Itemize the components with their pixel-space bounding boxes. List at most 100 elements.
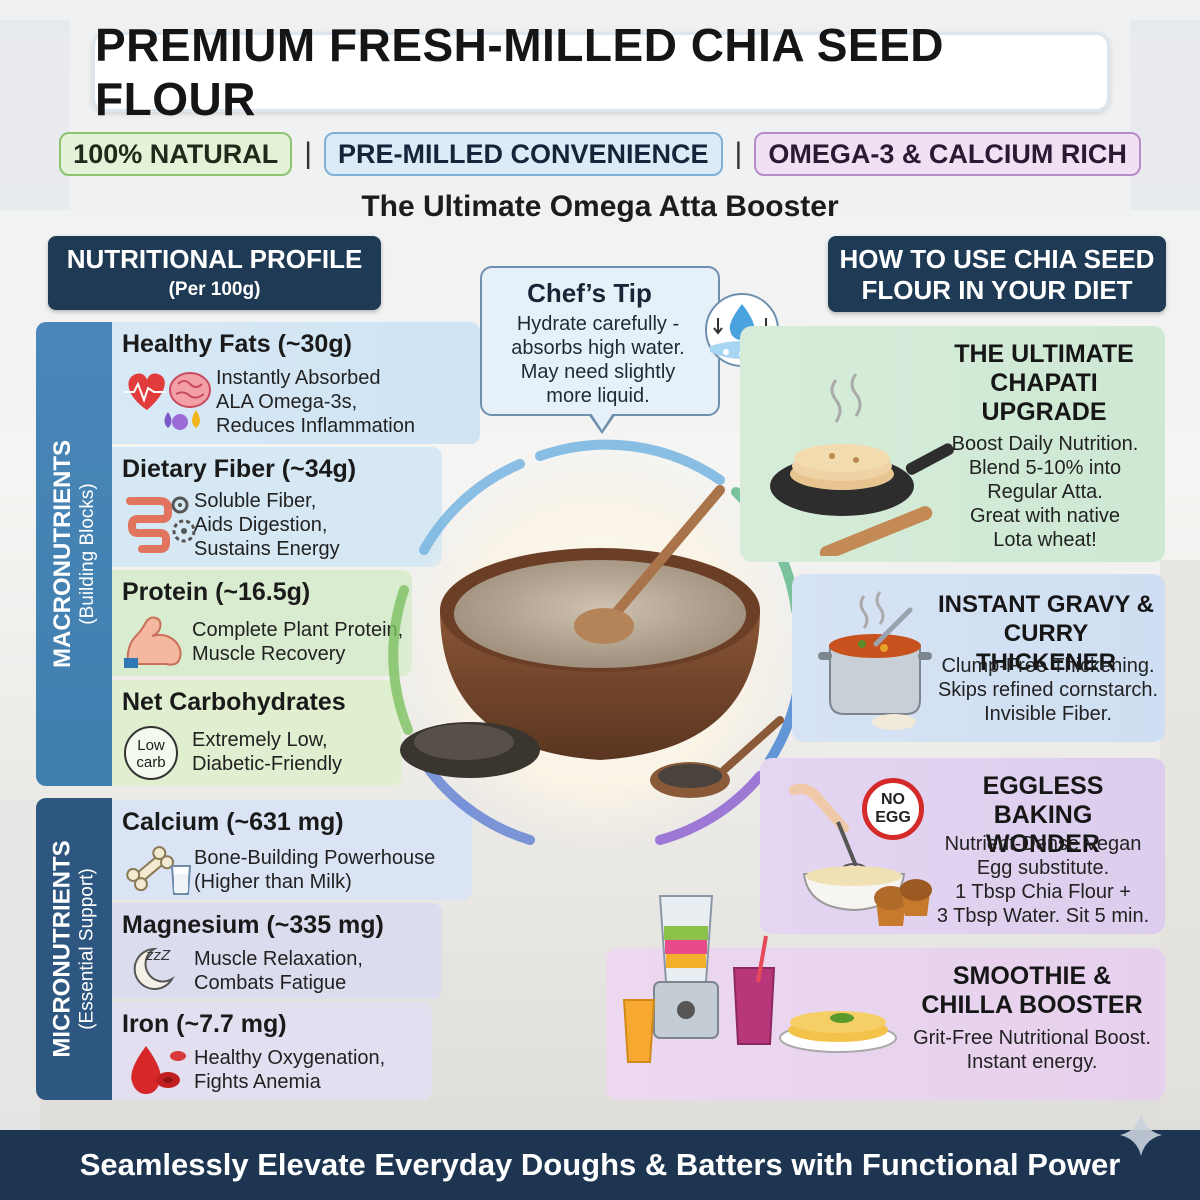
usage-card-title-line: CURRY THICKENER xyxy=(975,620,1116,676)
micronutrients-bar: MICRONUTRIENTS (Essential Support) xyxy=(36,798,112,1100)
chef-tip-card: Chef’s Tip Hydrate carefully - absorbs h… xyxy=(480,266,720,416)
micronutrients-sublabel: (Essential Support) xyxy=(77,868,99,1030)
flexed-arm-icon xyxy=(124,616,182,668)
nutrient-row-carbs: Net Carbohydrates Low carb Extremely Low… xyxy=(112,680,402,786)
chef-tip-line: more liquid. xyxy=(546,385,650,407)
nutrient-title: Protein (~16.5g) xyxy=(122,578,311,606)
macronutrients-bar: MACRONUTRIENTS (Building Blocks) xyxy=(36,322,112,786)
usage-card-smoothie: SMOOTHIE & CHILLA BOOSTER Grit-Free Nutr… xyxy=(606,895,1165,1100)
usage-card-desc-line: Egg substitute. xyxy=(976,857,1110,879)
usage-card-title-line: CHILLA BOOSTER xyxy=(921,991,1143,1019)
no-egg-badge-text: NO xyxy=(881,791,905,808)
usage-card-title-line: INSTANT GRAVY & xyxy=(937,591,1154,618)
heart-brain-drops-icon xyxy=(124,372,211,430)
nutrition-heading: NUTRITIONAL PROFILE (Per 100g) xyxy=(48,236,381,310)
usage-card-desc-line: Blend 5-10% into xyxy=(968,457,1122,479)
chef-tip-pointer-inner xyxy=(591,413,613,430)
badge-natural: 100% NATURAL xyxy=(59,132,293,176)
nutrient-title: Calcium (~631 mg) xyxy=(122,808,344,836)
usage-card-desc-line: Boost Daily Nutrition. xyxy=(951,433,1139,455)
nutrient-desc-line: Muscle Relaxation, xyxy=(194,948,363,970)
usage-card-desc-line: Regular Atta. xyxy=(987,481,1103,503)
nutrient-desc-line: Combats Fatigue xyxy=(194,972,347,994)
nutrition-heading-sub: (Per 100g) xyxy=(168,279,261,300)
usage-card-desc-line: Invisible Fiber. xyxy=(984,703,1112,725)
nutrient-desc-line: Sustains Energy xyxy=(194,538,340,560)
nutrient-desc-line: Aids Digestion, xyxy=(194,514,328,536)
nutrient-title: Dietary Fiber (~34g) xyxy=(122,455,357,483)
nutrient-desc-line: Complete Plant Protein, xyxy=(192,619,404,641)
bone-milk-icon xyxy=(126,846,192,895)
usage-card-desc-line: Clump-Free Thickening. xyxy=(941,655,1155,677)
usage-card-desc-line: 1 Tbsp Chia Flour + xyxy=(955,881,1131,903)
usage-card-desc-line: Nutrient-Dense Vegan xyxy=(944,833,1142,855)
usage-card-gravy: INSTANT GRAVY & CURRY THICKENER Clump-Fr… xyxy=(792,574,1165,742)
nutrient-title: Net Carbohydrates xyxy=(122,688,346,716)
nutrient-row-magnesium: Magnesium (~335 mg) zzZ Muscle Relaxatio… xyxy=(112,903,442,999)
page-subtitle: The Ultimate Omega Atta Booster xyxy=(361,190,839,223)
sparkle-icon xyxy=(1120,1114,1162,1156)
nutrient-desc-line: Fights Anemia xyxy=(194,1071,321,1093)
nutrient-title: Iron (~7.7 mg) xyxy=(122,1010,287,1038)
usage-card-title-line: CHAPATI xyxy=(990,369,1098,397)
usage-card-desc-line: Lota wheat! xyxy=(993,529,1097,551)
chia-flour-bowl-illustration xyxy=(388,439,807,850)
usage-card-desc-line: Skips refined cornstarch. xyxy=(937,679,1159,701)
nutrient-title: Healthy Fats (~30g) xyxy=(122,330,352,358)
nutrient-desc-line: Diabetic-Friendly xyxy=(192,753,343,775)
nutrient-row-calcium: Calcium (~631 mg) Bone-Building Powerhou… xyxy=(112,800,472,900)
usage-card-eggless: NO EGG EGGLESS BAKING WONDER Nutrient-De… xyxy=(760,758,1165,934)
usage-heading: HOW TO USE CHIA SEED FLOUR IN YOUR DIET xyxy=(828,236,1166,312)
usage-card-title-line: WONDER xyxy=(986,830,1100,858)
chapati-pan-icon xyxy=(770,373,954,556)
curry-pot-icon xyxy=(818,591,932,730)
badge-omega-calcium: OMEGA-3 & CALCIUM RICH xyxy=(754,132,1141,176)
low-carb-badge-text: carb xyxy=(136,754,166,771)
nutrient-desc-line: Bone-Building Powerhouse xyxy=(194,847,436,869)
usage-card-chapati: THE ULTIMATE CHAPATI UPGRADE Boost Daily… xyxy=(740,326,1165,562)
sleep-zzz-text: zzZ xyxy=(146,947,171,964)
whisk-bowl-muffin-icon xyxy=(789,783,932,926)
usage-card-title-line: UPGRADE xyxy=(981,398,1107,426)
badge-pre-milled: PRE-MILLED CONVENIENCE xyxy=(324,132,723,176)
micronutrients-label: MICRONUTRIENTS xyxy=(49,840,77,1058)
nutrient-title: Magnesium (~335 mg) xyxy=(122,911,384,939)
macronutrients-sublabel: (Building Blocks) xyxy=(77,483,98,625)
nutrient-desc-line: Healthy Oxygenation, xyxy=(194,1047,386,1069)
nutrient-row-fats: Healthy Fats (~30g) Instantly Absorbed A… xyxy=(112,322,480,444)
macronutrients-label: MACRONUTRIENTS xyxy=(49,440,76,668)
nutrient-desc-line: Soluble Fiber, xyxy=(194,490,317,512)
nutrient-desc-line: Reduces Inflammation xyxy=(216,415,415,437)
chef-tip-line: May need slightly xyxy=(520,361,676,383)
usage-card-title-line: SMOOTHIE & xyxy=(952,962,1112,990)
no-egg-badge-icon: NO EGG xyxy=(862,778,924,840)
page-title: PREMIUM FRESH-MILLED CHIA SEED FLOUR xyxy=(92,19,1110,125)
nutrient-desc-line: Muscle Recovery xyxy=(192,643,346,665)
nutrition-heading-title: NUTRITIONAL PROFILE xyxy=(66,244,363,274)
feature-badges: 100% NATURAL | PRE-MILLED CONVENIENCE | … xyxy=(0,131,1200,177)
blood-cells-icon xyxy=(131,1046,186,1094)
nutrient-desc-line: Instantly Absorbed xyxy=(216,367,381,389)
nutrient-row-protein: Protein (~16.5g) Complete Plant Protein,… xyxy=(112,570,412,676)
low-carb-badge-icon: Low carb xyxy=(124,726,178,780)
usage-card-desc-line: Instant energy. xyxy=(966,1051,1098,1073)
chef-tip-title: Chef’s Tip xyxy=(527,278,652,308)
moon-sleep-icon xyxy=(133,947,175,990)
nutrient-desc-line: Extremely Low, xyxy=(192,729,328,751)
nutrient-desc-line: ALA Omega-3s, xyxy=(216,391,358,413)
usage-card-title-line: THE ULTIMATE xyxy=(954,340,1134,368)
usage-card-desc-line: Grit-Free Nutritional Boost. xyxy=(913,1027,1151,1049)
intestine-gears-icon xyxy=(126,496,196,553)
no-egg-badge-text: EGG xyxy=(875,809,911,826)
nutrient-row-fiber: Dietary Fiber (~34g) Soluble Fiber, Aids… xyxy=(112,447,442,567)
low-carb-badge-text: Low xyxy=(137,737,165,754)
usage-heading-line: HOW TO USE CHIA SEED xyxy=(839,244,1155,274)
footer-tagline: Seamlessly Elevate Everyday Doughs & Bat… xyxy=(0,1130,1200,1200)
usage-card-desc-line: Great with native xyxy=(969,505,1121,527)
badge-separator: | xyxy=(734,137,743,170)
chef-tip-line: absorbs high water. xyxy=(511,337,685,359)
usage-card-title-line: EGGLESS BAKING xyxy=(982,772,1104,829)
nutrient-row-iron: Iron (~7.7 mg) Healthy Oxygenation, Figh… xyxy=(112,1002,432,1100)
usage-heading-line: FLOUR IN YOUR DIET xyxy=(861,275,1133,305)
blender-smoothie-icon xyxy=(622,895,897,1063)
